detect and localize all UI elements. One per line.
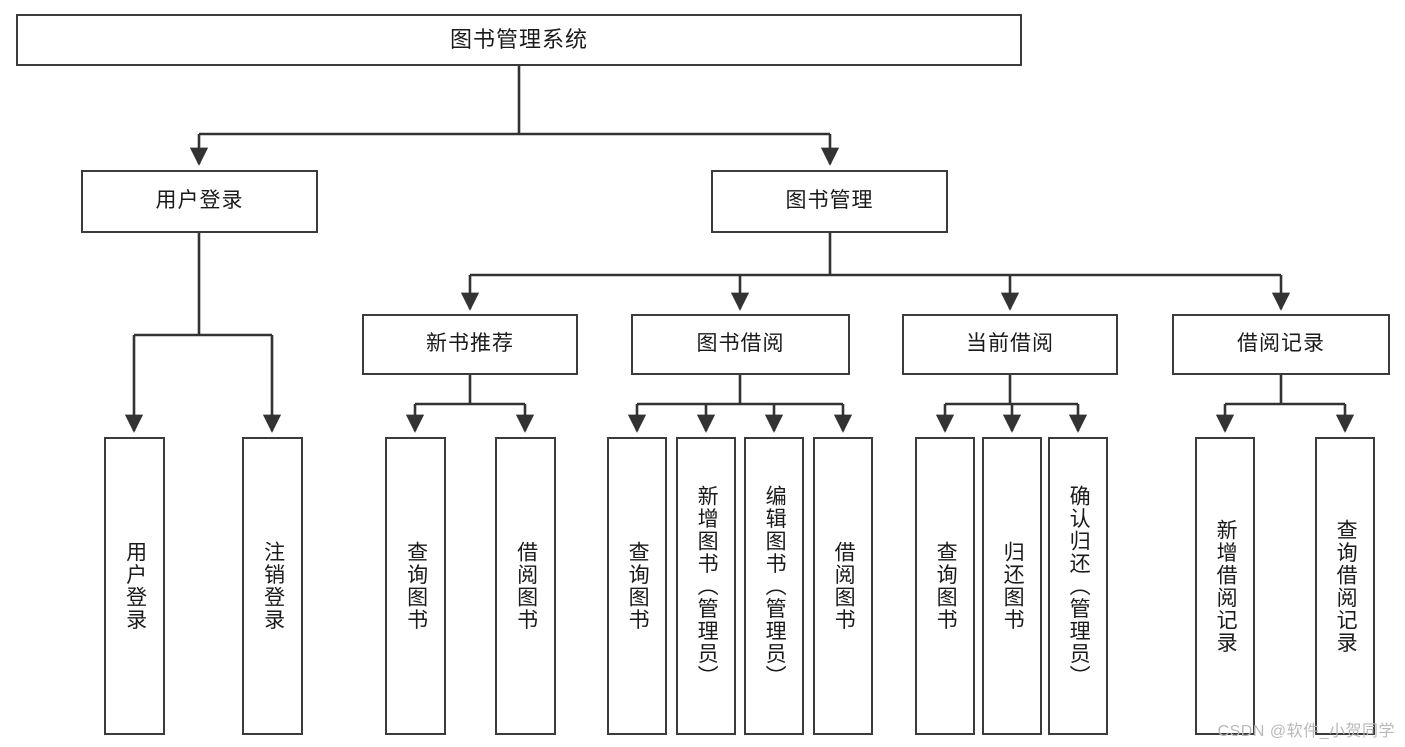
node-label: 借阅图书 <box>832 541 856 631</box>
node-root-book-management-system[interactable]: 图书管理系统 <box>16 14 1022 66</box>
node-new-book-recommend[interactable]: 新书推荐 <box>362 314 578 375</box>
node-label: 新增图书（管理员） <box>695 484 719 688</box>
node-label: 用户登录 <box>155 189 244 213</box>
node-label: 查询图书 <box>404 541 428 631</box>
csdn-watermark: CSDN @软件_小贺同学 <box>1217 723 1395 740</box>
node-label: 确认归还（管理员） <box>1067 484 1091 688</box>
node-leaf-borrow-book[interactable]: 借阅图书 <box>813 437 873 735</box>
node-label: 编辑图书（管理员） <box>763 484 787 688</box>
node-leaf-add-book-admin[interactable]: 新增图书（管理员） <box>676 437 736 735</box>
node-leaf-logout[interactable]: 注销登录 <box>242 437 303 735</box>
node-leaf-user-login[interactable]: 用户登录 <box>104 437 165 735</box>
node-label: 新增借阅记录 <box>1214 518 1238 654</box>
node-current-borrow[interactable]: 当前借阅 <box>902 314 1118 375</box>
node-label: 当前借阅 <box>966 332 1054 356</box>
node-label: 查询借阅记录 <box>1334 518 1358 654</box>
node-label: 借阅记录 <box>1237 332 1325 356</box>
node-label: 借阅图书 <box>514 541 538 631</box>
node-leaf-query-book-current[interactable]: 查询图书 <box>915 437 975 735</box>
node-leaf-return-book[interactable]: 归还图书 <box>982 437 1042 735</box>
node-leaf-edit-book-admin[interactable]: 编辑图书（管理员） <box>744 437 804 735</box>
node-label: 图书管理 <box>785 189 874 213</box>
node-label: 归还图书 <box>1001 541 1025 631</box>
node-user-login[interactable]: 用户登录 <box>81 170 318 233</box>
node-label: 图书管理系统 <box>449 27 588 53</box>
node-label: 图书借阅 <box>696 332 785 356</box>
node-leaf-add-borrow-record[interactable]: 新增借阅记录 <box>1195 437 1255 735</box>
node-label: 用户登录 <box>123 541 147 631</box>
node-label: 注销登录 <box>261 541 285 631</box>
node-book-management[interactable]: 图书管理 <box>711 170 948 233</box>
node-label: 查询图书 <box>934 541 958 631</box>
node-label: 新书推荐 <box>426 332 514 356</box>
node-borrow-record[interactable]: 借阅记录 <box>1172 314 1390 375</box>
node-leaf-query-borrow-record[interactable]: 查询借阅记录 <box>1315 437 1375 735</box>
node-leaf-query-book-borrow[interactable]: 查询图书 <box>607 437 667 735</box>
node-leaf-query-book-recommend[interactable]: 查询图书 <box>385 437 446 735</box>
node-book-borrow[interactable]: 图书借阅 <box>631 314 850 375</box>
node-label: 查询图书 <box>626 541 650 631</box>
node-leaf-confirm-return-admin[interactable]: 确认归还（管理员） <box>1048 437 1108 735</box>
node-leaf-borrow-book-recommend[interactable]: 借阅图书 <box>495 437 556 735</box>
